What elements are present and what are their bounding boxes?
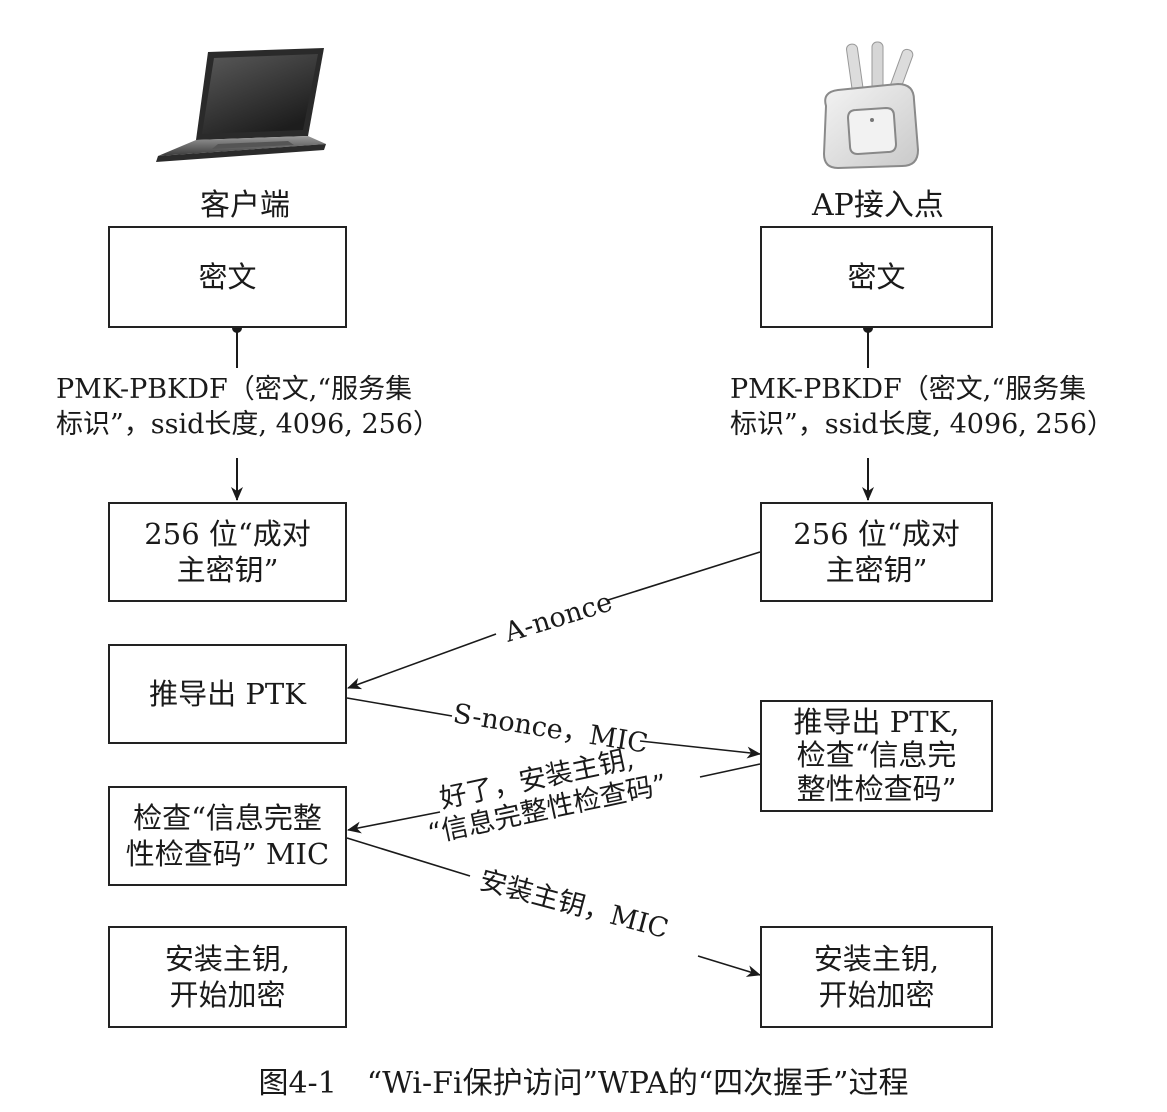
ap-passphrase-box: 密文	[760, 226, 993, 328]
anonce-label: A-nonce	[500, 587, 616, 649]
laptop-icon	[156, 48, 326, 162]
anonce-arrow-b	[347, 633, 497, 690]
client-label: 客户端	[200, 188, 290, 223]
install-mic-label: 安装主钥，MIC	[476, 865, 671, 945]
client-derive-ptk-box: 推导出 PTK	[108, 644, 347, 744]
anonce-arrow-a	[607, 551, 761, 601]
client-install-box: 安装主钥, 开始加密	[108, 926, 347, 1028]
client-pmk-box: 256 位“成对 主密钥”	[108, 502, 347, 602]
gtk-arrow-b	[347, 811, 441, 834]
figure-caption: 图4-1 “Wi-Fi保护访问”WPA的“四次握手”过程	[258, 1066, 909, 1101]
snonce-arrow-b	[639, 740, 761, 759]
client-check-mic-box: 检查“信息完整 性检查码” MIC	[108, 786, 347, 886]
install-arrow-b	[697, 955, 761, 977]
client-passphrase-box: 密文	[108, 226, 347, 328]
ap-pmk-box: 256 位“成对 主密钥”	[760, 502, 993, 602]
install-arrow-a	[346, 837, 471, 877]
ap-pmk-formula: PMK-PBKDF（密文,“服务集 标识”，ssid长度, 4096, 256）	[730, 374, 1115, 441]
gtk-arrow-a	[699, 763, 761, 778]
client-pmk-formula: PMK-PBKDF（密文,“服务集 标识”，ssid长度, 4096, 256）	[56, 374, 441, 441]
snonce-arrow-a	[346, 697, 453, 717]
access-point-icon	[822, 41, 920, 170]
ap-derive-check-box: 推导出 PTK, 检查“信息完 整性检查码”	[760, 700, 993, 812]
ap-label: AP接入点	[812, 188, 944, 223]
ap-install-box: 安装主钥, 开始加密	[760, 926, 993, 1028]
